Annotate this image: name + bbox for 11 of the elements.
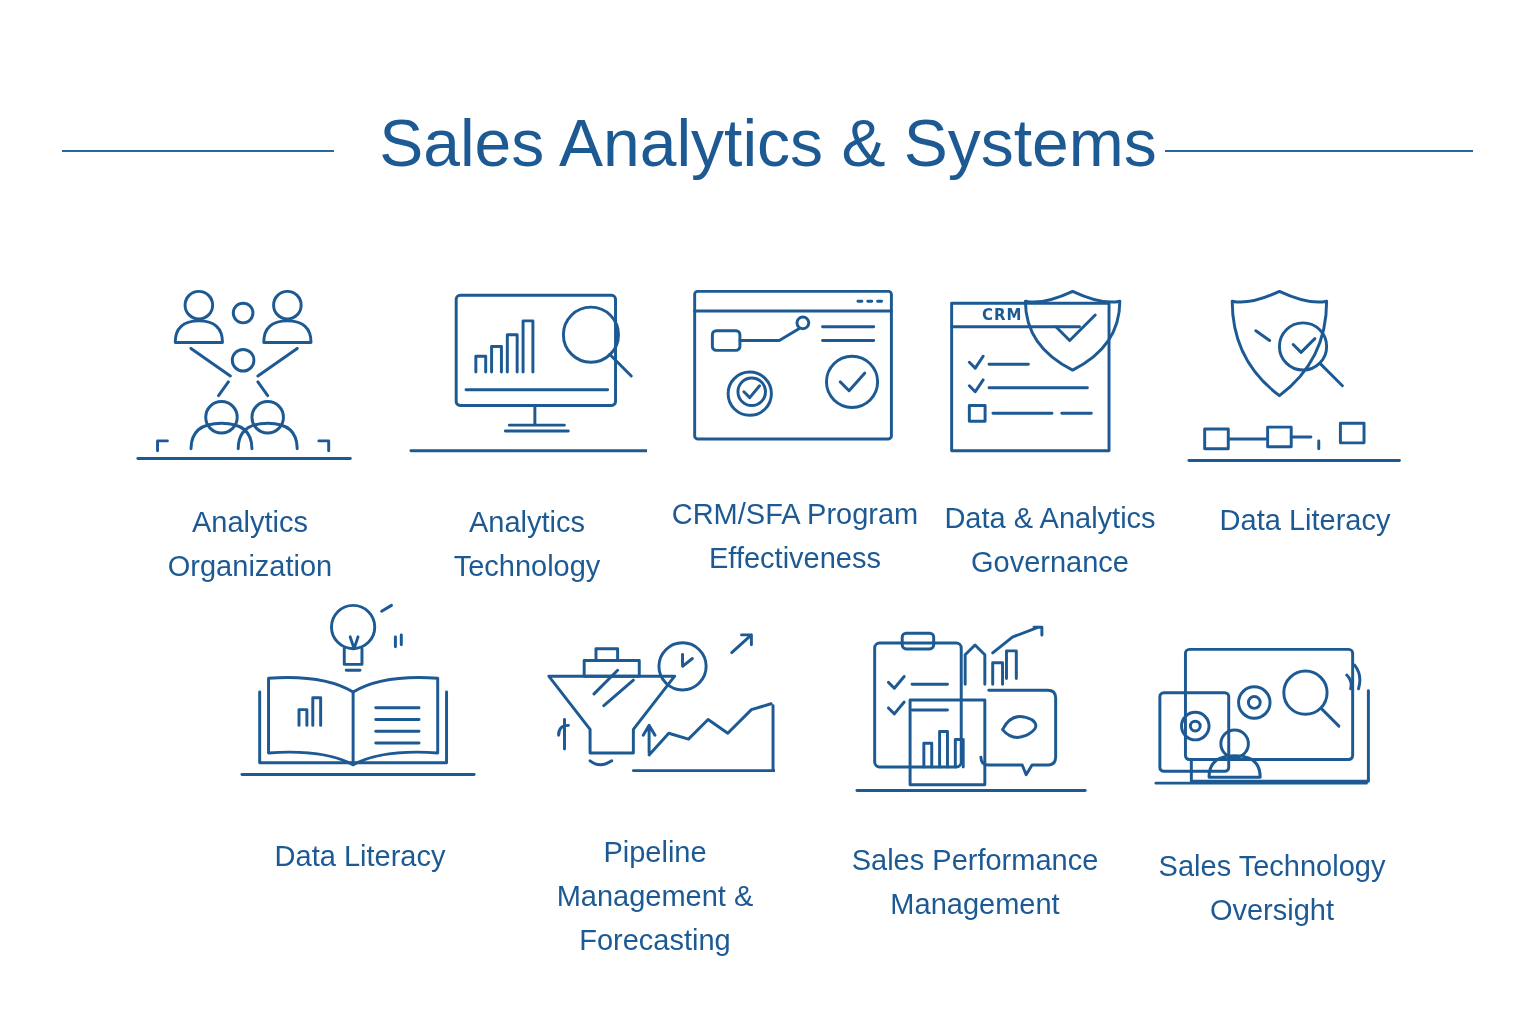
item-caption: Sales Performance Management	[850, 843, 1100, 922]
item-caption: Sales Technology Oversight	[1157, 849, 1387, 928]
item-caption: Data Literacy	[273, 839, 447, 874]
item-caption: CRM/SFA Program Effectiveness	[670, 497, 920, 576]
icon-label: CRM	[982, 306, 1023, 324]
item-caption: Data Literacy	[1218, 503, 1392, 538]
item-caption: Analytics Technology	[452, 505, 602, 584]
item-caption: Data & Analytics Governance	[943, 501, 1157, 580]
item-caption: Pipeline Management & Forecasting	[555, 835, 755, 958]
item-caption: Analytics Organization	[166, 505, 334, 584]
title: Sales Analytics & Systems	[379, 106, 1157, 180]
